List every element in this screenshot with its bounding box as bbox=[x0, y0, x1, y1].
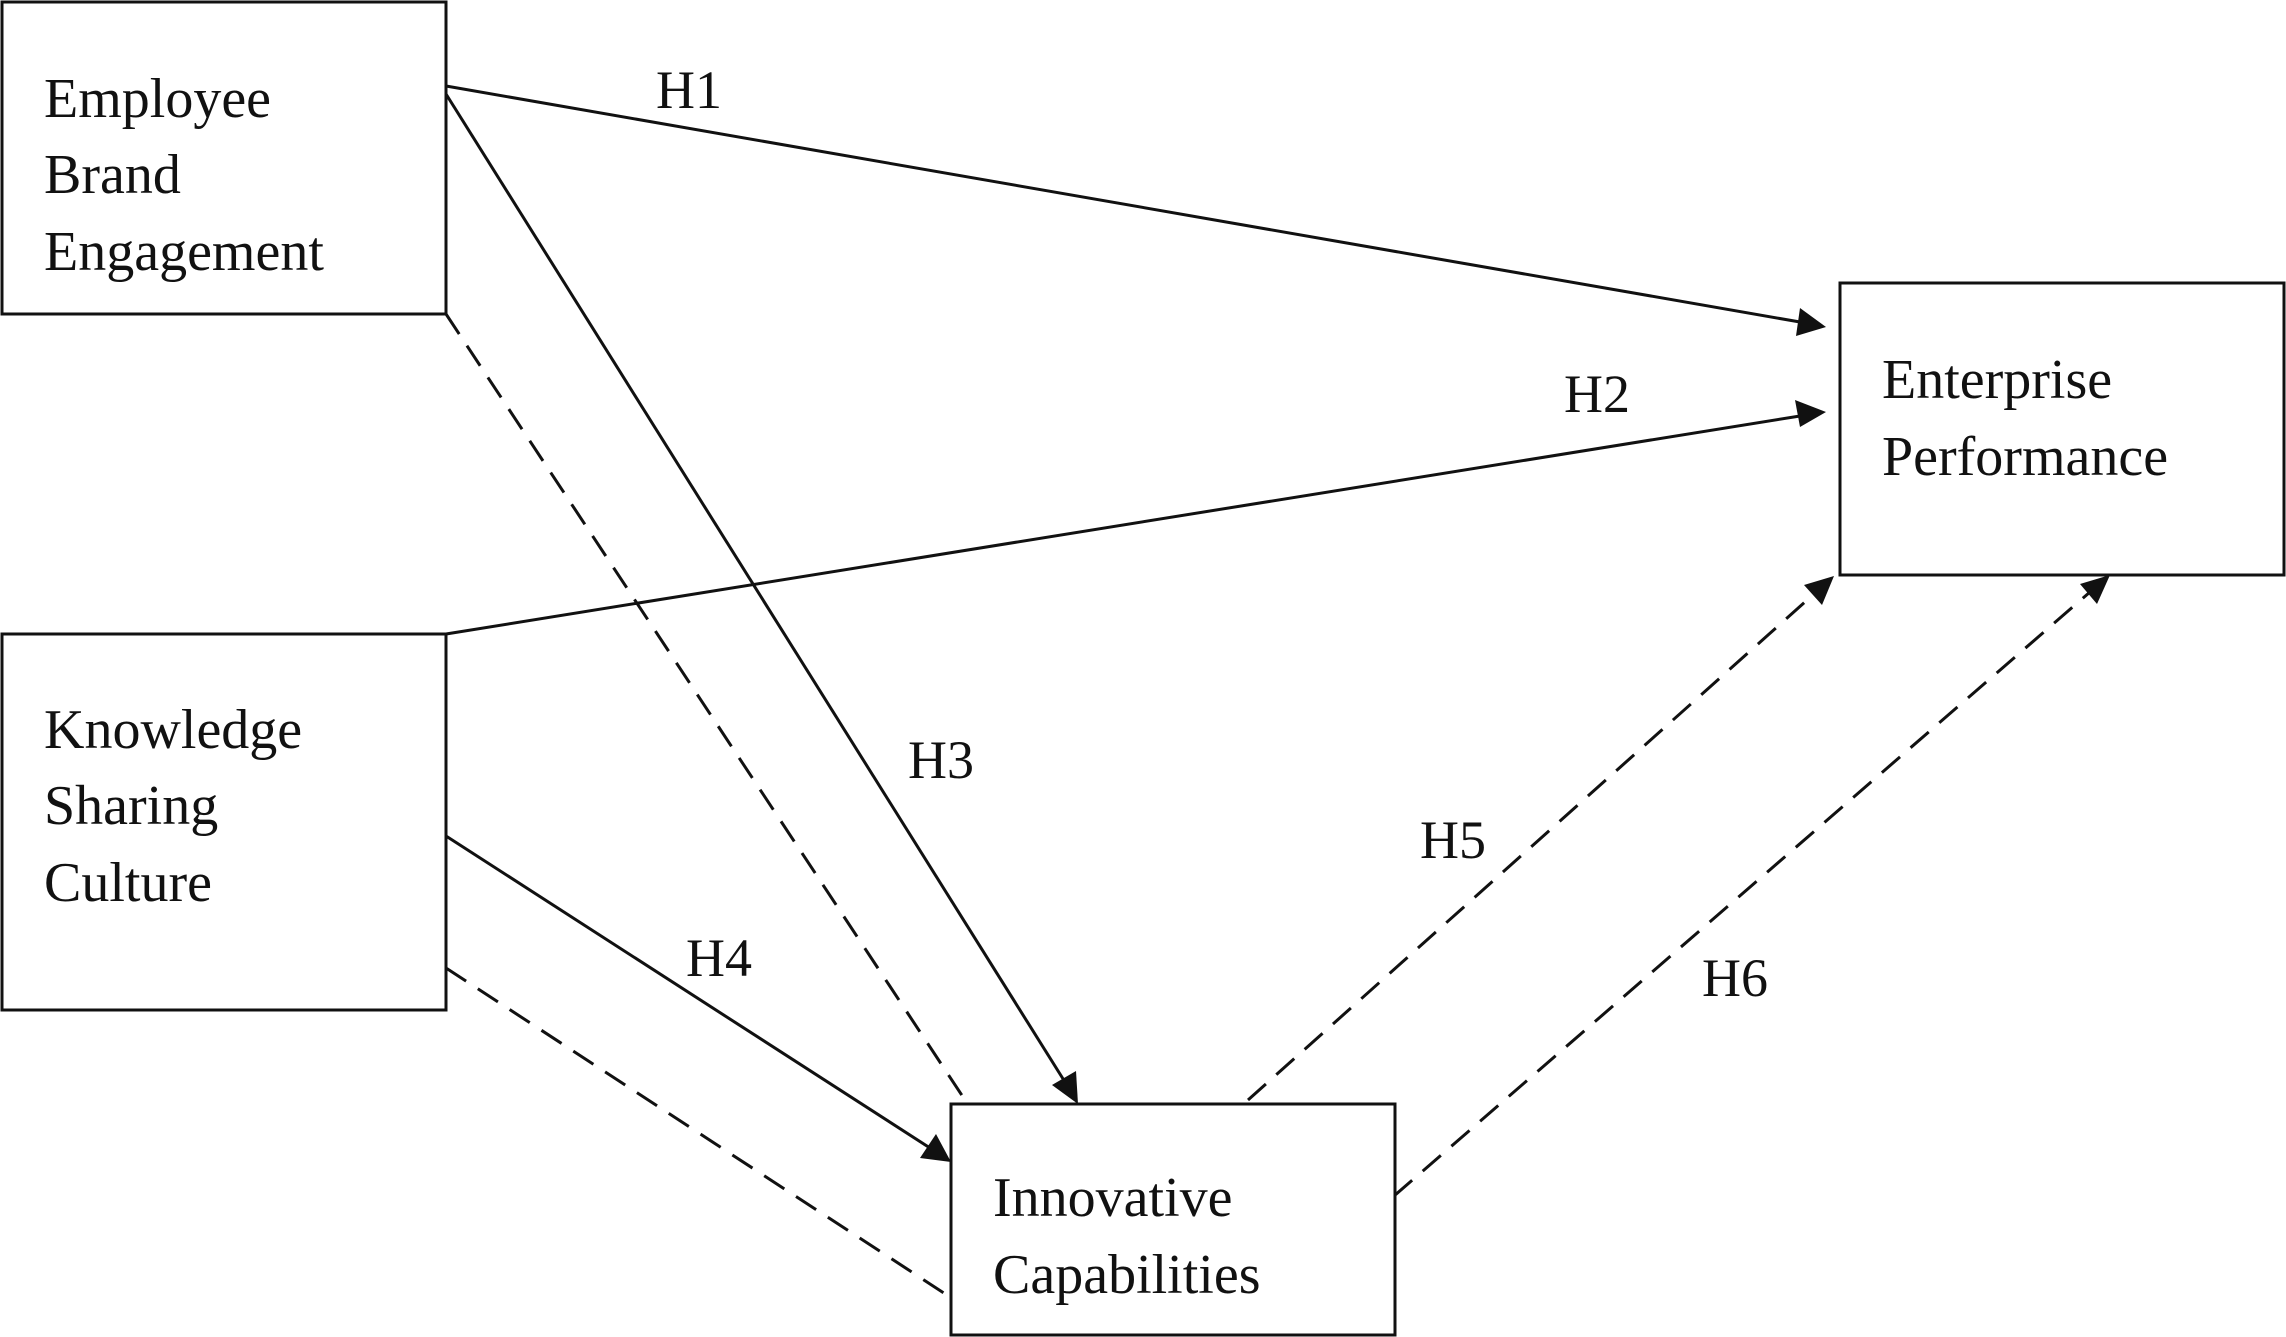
edge-h5 bbox=[1247, 591, 1816, 1102]
edge-h4 bbox=[445, 834, 931, 1150]
node-box bbox=[1838, 281, 2286, 577]
node-label-line: Sharing bbox=[44, 775, 218, 837]
arrowhead-h4 bbox=[920, 1134, 951, 1162]
edge-label-h6: H6 bbox=[1702, 948, 1768, 1008]
node-label-line: Capabilities bbox=[993, 1244, 1261, 1306]
node-enterprise-performance: Enterprise Performance bbox=[1838, 281, 2286, 577]
node-box bbox=[0, 632, 448, 1012]
node-innovative-capabilities: Innovative Capabilities bbox=[949, 1102, 1397, 1337]
node-label-line: Performance bbox=[1882, 426, 2168, 488]
node-box bbox=[949, 1102, 1397, 1337]
node-label-line: Culture bbox=[44, 852, 212, 914]
edge-h2 bbox=[445, 414, 1801, 636]
edge-label-h5: H5 bbox=[1420, 810, 1486, 870]
node-box bbox=[0, 0, 448, 316]
edge-label-h3: H3 bbox=[908, 730, 974, 790]
node-label-line: Innovative bbox=[993, 1167, 1232, 1229]
node-label-line: Employee bbox=[44, 68, 271, 130]
node-label-line: Brand bbox=[44, 144, 181, 206]
node-label-line: Enterprise bbox=[1882, 349, 2112, 411]
edge-ebe-ic-dashed bbox=[444, 313, 967, 1101]
edge-labels-layer: H1 H2 H3 H4 H5 H6 bbox=[656, 60, 1768, 1008]
edge-label-h4: H4 bbox=[686, 928, 752, 988]
edge-label-h2: H2 bbox=[1564, 364, 1630, 424]
node-employee-brand-engagement: Employee Brand Engagement bbox=[0, 0, 448, 316]
arrowhead-h3 bbox=[1052, 1071, 1078, 1104]
edge-label-h1: H1 bbox=[656, 60, 722, 120]
edge-h6 bbox=[1393, 590, 2091, 1198]
edge-h1 bbox=[445, 84, 1801, 324]
arrowhead-h6 bbox=[2080, 575, 2110, 604]
node-knowledge-sharing-culture: Knowledge Sharing Culture bbox=[0, 632, 448, 1012]
arrowhead-h2 bbox=[1795, 400, 1826, 427]
edge-h3 bbox=[444, 93, 1067, 1083]
edge-ksc-ic-dashed bbox=[445, 966, 951, 1299]
node-label-line: Knowledge bbox=[44, 699, 302, 761]
node-label-line: Engagement bbox=[44, 221, 324, 283]
arrowhead-h1 bbox=[1796, 308, 1826, 336]
arrowhead-h5 bbox=[1804, 576, 1834, 605]
edges-layer bbox=[444, 84, 2110, 1299]
